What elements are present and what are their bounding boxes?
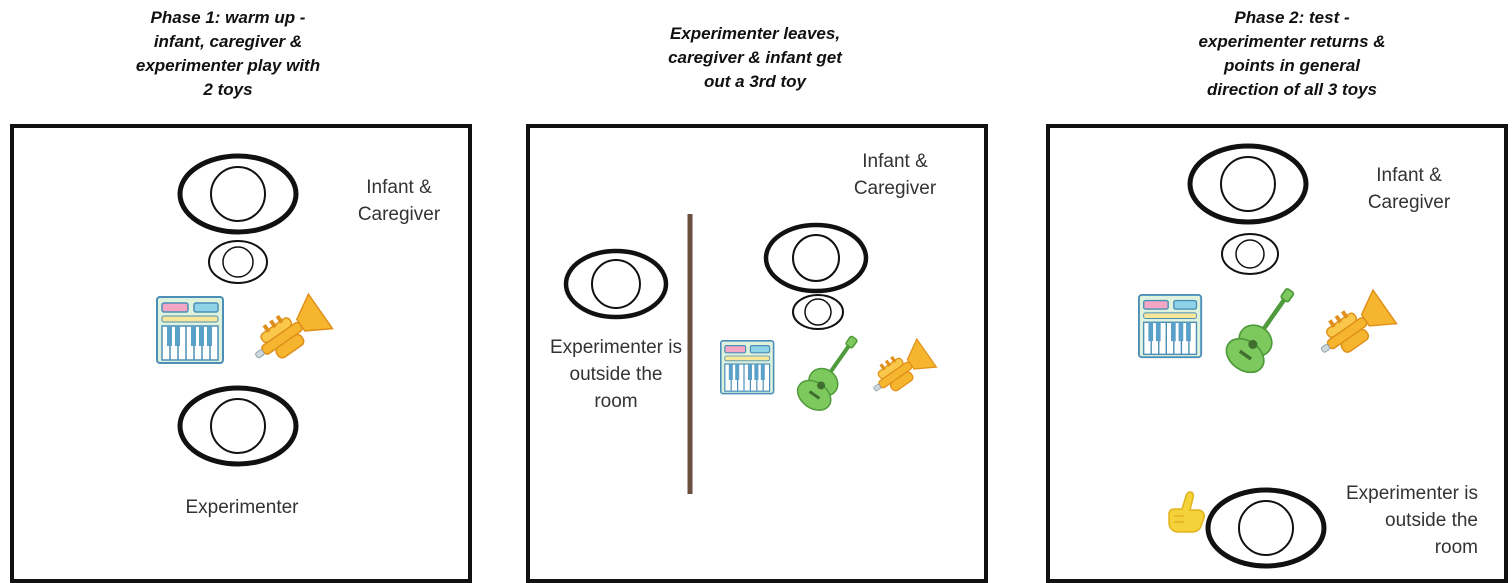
panel-3-experimenter-outside-label: Experimenter is outside the room	[1320, 480, 1478, 561]
infant-seat-icon	[530, 128, 531, 129]
guitar-icon	[1220, 278, 1306, 378]
experimenter-seat-icon	[14, 128, 15, 129]
panel-3-infant-caregiver-label: Infant & Caregiver	[1344, 162, 1474, 216]
trumpet-icon	[1312, 284, 1396, 368]
panel-1-experimenter-label: Experimenter	[162, 494, 322, 521]
panel-2-title: Experimenter leaves, caregiver & infant …	[620, 22, 890, 94]
keyboard-icon	[1138, 294, 1204, 360]
panel-1-infant-caregiver-label: Infant & Caregiver	[334, 174, 464, 228]
panel-2-frame: Infant & Caregiver Experimenter is outsi…	[526, 124, 988, 583]
panel-3-title: Phase 2: test - experimenter returns & p…	[1162, 6, 1422, 102]
trumpet-icon	[246, 288, 332, 374]
keyboard-icon	[720, 340, 776, 396]
panel-2-experimenter-outside-label: Experimenter is outside the room	[532, 334, 700, 415]
trumpet-icon	[866, 334, 936, 404]
guitar-icon	[792, 328, 868, 414]
panel-2-infant-caregiver-label: Infant & Caregiver	[830, 148, 960, 202]
panel-1-title: Phase 1: warm up - infant, caregiver & e…	[98, 6, 358, 102]
experimenter-seat-icon	[1050, 128, 1051, 129]
panel-3-frame: Infant & Caregiver Experimenter is outsi…	[1046, 124, 1508, 583]
panel-1-frame: Infant & Caregiver Experimenter	[10, 124, 472, 583]
pointing-hand-icon	[1162, 488, 1208, 534]
keyboard-icon	[156, 296, 226, 366]
